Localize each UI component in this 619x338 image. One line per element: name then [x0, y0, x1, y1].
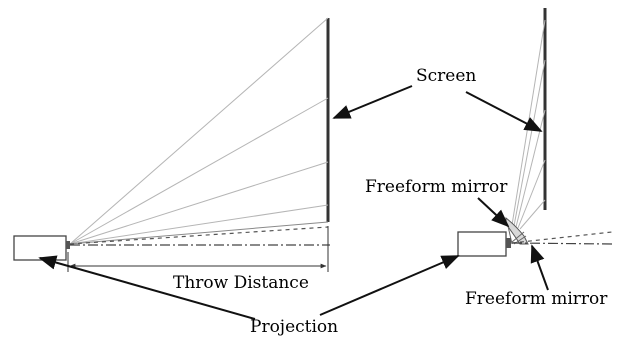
standard-projection-setup — [13, 17, 330, 272]
right-optical-axis-dashed — [511, 231, 613, 244]
left-projector — [13, 235, 67, 261]
projection-arrow-left — [38, 255, 256, 320]
projection-arrow-right — [319, 255, 460, 316]
screen-arrow-right — [465, 91, 543, 132]
projection-label: Projection — [250, 317, 338, 337]
left-projection-rays — [69, 17, 329, 245]
left-optical-axis-dashed — [69, 226, 329, 245]
throw-distance-dimension — [67, 226, 329, 272]
freeform-mirror-label-bottom: Freeform mirror — [465, 289, 608, 309]
freeform-mirror-arrow-bottom — [530, 244, 549, 291]
left-projector-lens — [66, 241, 70, 249]
throw-distance-label: Throw Distance — [173, 273, 309, 293]
freeform-mirror-arrow-top — [477, 197, 510, 228]
screen-arrow-left — [332, 85, 413, 119]
annotation-arrows — [38, 85, 549, 320]
freeform-mirror-label-top: Freeform mirror — [365, 177, 508, 197]
ultra-short-throw-setup — [457, 8, 613, 257]
right-optical-axis — [511, 242, 613, 245]
right-projector — [457, 231, 507, 257]
right-projector-lens — [506, 238, 511, 248]
screen-label: Screen — [416, 66, 476, 86]
